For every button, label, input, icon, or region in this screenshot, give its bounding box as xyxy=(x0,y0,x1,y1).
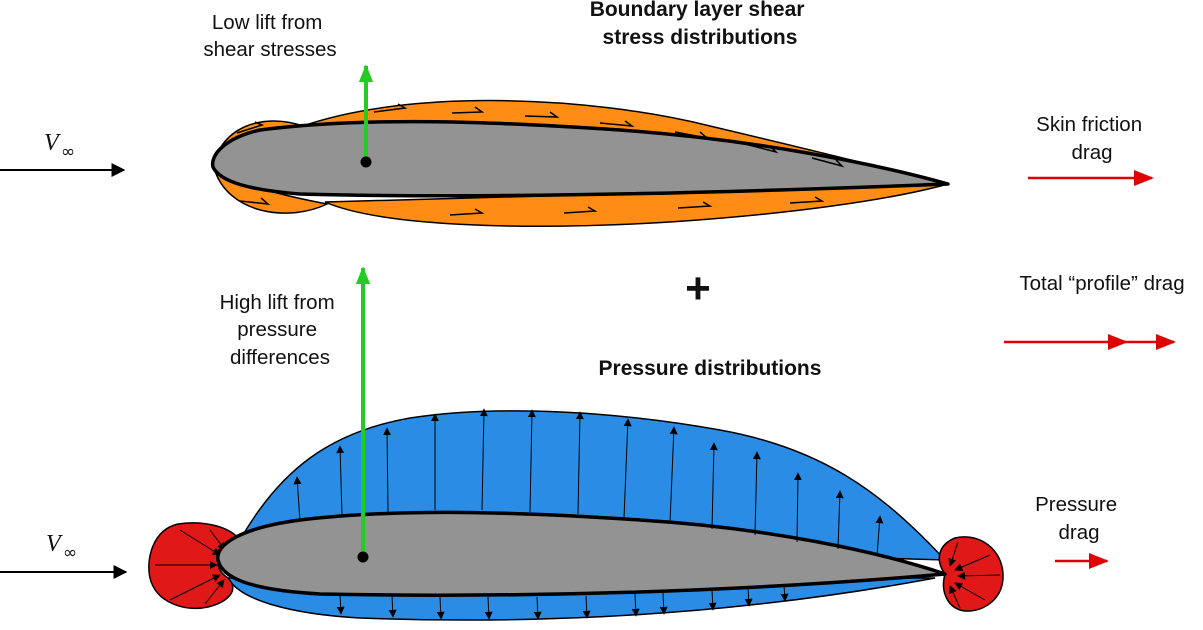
suction-arrow xyxy=(752,451,761,536)
top-freestream-subscript: ∞ xyxy=(61,142,75,162)
suction-arrow xyxy=(835,490,844,550)
skin-friction-label: Skin friction drag xyxy=(1036,113,1148,164)
pressure-title: Pressure distributions xyxy=(599,357,822,380)
pressure-arrow xyxy=(388,595,397,618)
shear-stress-arrows xyxy=(236,103,845,216)
shear-title-line: stress distributions xyxy=(603,26,798,49)
pressure-diagram xyxy=(148,266,1004,621)
shear-title-line: Boundary layer shear xyxy=(590,0,805,21)
low-lift-label-line: Low lift from xyxy=(212,11,323,34)
shear-title: Boundary layer shear stress distribution… xyxy=(590,0,811,49)
le-pressure-arrow xyxy=(179,529,221,556)
skin-friction-label-line: drag xyxy=(1071,141,1112,164)
suction-arrow xyxy=(479,408,488,511)
pressure-arrow xyxy=(484,596,493,620)
le-pressure-arrow xyxy=(204,579,225,605)
bottom-airfoil xyxy=(216,510,947,597)
top-airfoil xyxy=(210,119,950,198)
shear-arrow xyxy=(239,197,271,206)
te-pressure-arrow xyxy=(948,541,959,567)
pressure-drag-label-line: Pressure xyxy=(1035,493,1117,516)
bottom-aerodynamic-center-dot xyxy=(357,551,369,563)
shear-arrow xyxy=(744,143,779,154)
shear-arrow xyxy=(563,206,598,214)
high-lift-label-line: High lift from xyxy=(220,291,335,314)
low-lift-label: Low lift from shear stresses xyxy=(203,11,336,61)
pressure-trailing-edge-stagnation xyxy=(938,536,1004,612)
pressure-arrow xyxy=(631,593,640,617)
top-freestream: V ∞ xyxy=(0,130,126,177)
suction-arrow xyxy=(336,445,345,517)
shear-arrow xyxy=(677,201,713,209)
top-aerodynamic-center-dot xyxy=(360,156,372,168)
bottom-freestream-symbol: V xyxy=(46,531,63,557)
suction-arrow xyxy=(875,515,884,557)
shear-arrow xyxy=(449,208,485,216)
labels: Low lift from shear stresses Boundary la… xyxy=(203,0,1184,544)
high-lift-label-line: differences xyxy=(230,346,330,369)
suction-arrows xyxy=(293,408,884,620)
shear-stress-diagram xyxy=(210,64,950,227)
te-pressure-arrow xyxy=(954,554,991,571)
suction-arrow xyxy=(293,476,302,522)
te-pressure-arrow xyxy=(949,585,961,609)
shear-arrow xyxy=(373,103,408,113)
pressure-arrow xyxy=(436,596,445,620)
high-lift-label-line: pressure xyxy=(237,318,317,341)
low-lift-label-line: shear stresses xyxy=(203,38,336,61)
pressure-drag-label: Pressure drag xyxy=(1035,493,1123,544)
top-freestream-symbol: V xyxy=(44,130,61,156)
bottom-freestream-subscript: ∞ xyxy=(63,543,77,563)
pressure-drag-label-line: drag xyxy=(1058,521,1099,544)
le-pressure-arrow xyxy=(169,574,221,601)
suction-arrow xyxy=(669,426,678,524)
pressure-arrow xyxy=(336,593,345,615)
shear-arrow xyxy=(674,131,710,140)
stagnation-arrows xyxy=(155,529,1001,609)
te-pressure-arrow xyxy=(957,571,1001,580)
te-pressure-arrow xyxy=(954,582,986,601)
suction-arrow xyxy=(793,472,802,543)
shear-arrow xyxy=(236,121,265,134)
drag-arrows xyxy=(1004,170,1176,569)
bottom-freestream: V ∞ xyxy=(0,531,128,579)
total-drag-label: Total “profile” drag xyxy=(1019,272,1184,295)
suction-arrow xyxy=(623,418,632,519)
shear-arrow xyxy=(789,196,825,204)
suction-arrow xyxy=(383,427,392,513)
suction-arrow xyxy=(709,442,718,530)
suction-arrow xyxy=(527,409,536,513)
skin-friction-label-line: Skin friction xyxy=(1036,113,1142,136)
shear-arrow xyxy=(524,111,560,118)
pressure-arrow xyxy=(744,587,753,607)
shear-arrow xyxy=(811,157,845,168)
shear-arrow xyxy=(451,106,485,114)
suction-arrow xyxy=(575,411,584,515)
shear-arrow xyxy=(599,120,635,128)
pressure-arrow xyxy=(659,592,668,615)
pressure-arrow xyxy=(780,584,789,602)
high-lift-label: High lift from pressure differences xyxy=(220,291,341,369)
plus-sign: + xyxy=(685,264,711,313)
pressure-arrow xyxy=(708,589,717,611)
pressure-arrow xyxy=(533,596,542,620)
pressure-arrow xyxy=(582,595,591,619)
